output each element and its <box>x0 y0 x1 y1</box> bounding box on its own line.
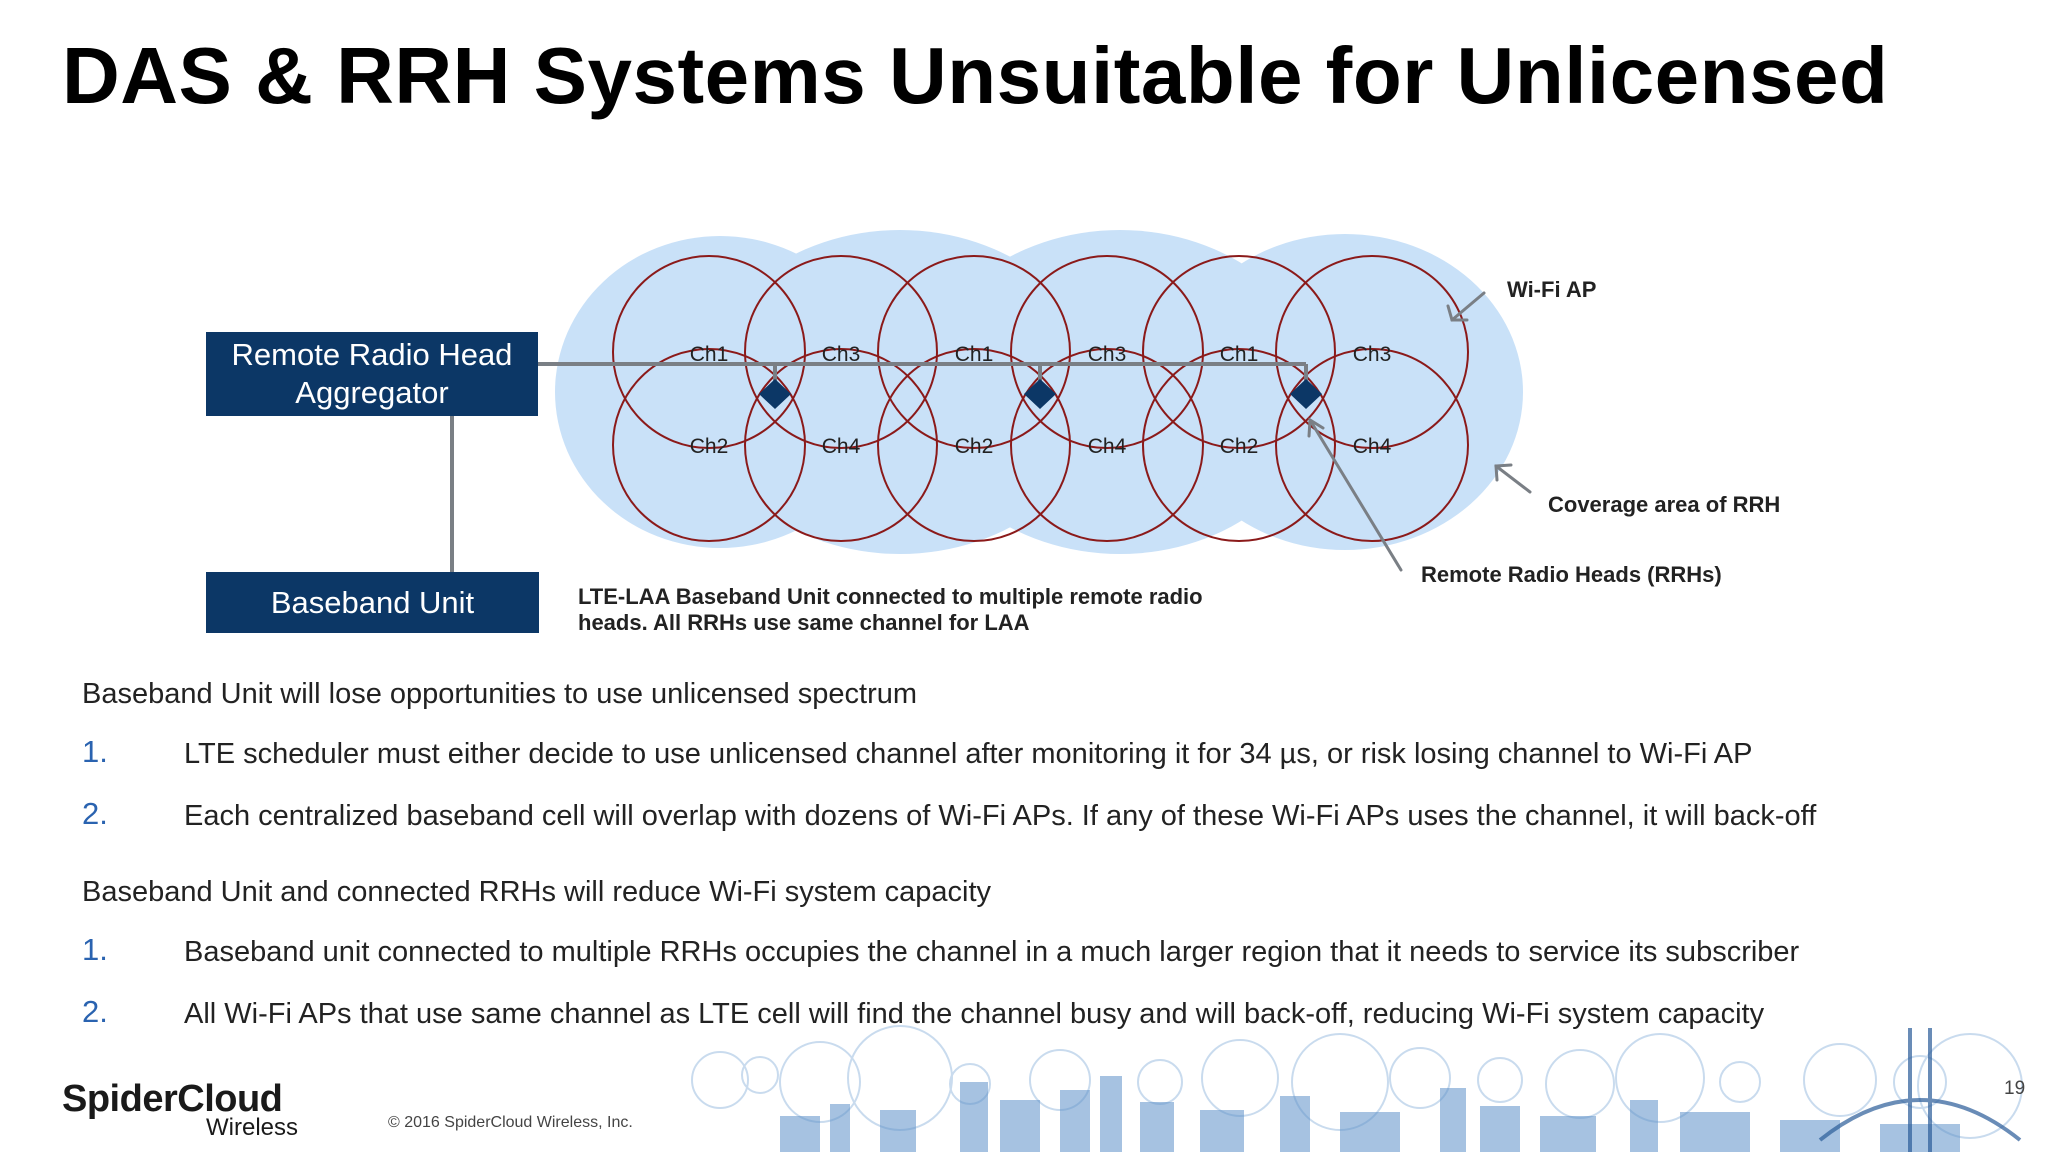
wifi-ap-label: Wi-Fi AP <box>1507 277 1597 302</box>
slide-title: DAS & RRH Systems Unsuitable for Unlicen… <box>62 31 1889 120</box>
baseband-unit-label: Baseband Unit <box>270 584 475 620</box>
list-number: 1. <box>82 932 108 967</box>
copyright-text: © 2016 SpiderCloud Wireless, Inc. <box>388 1114 633 1131</box>
rrh-aggregator-label-line1: Remote Radio Head <box>231 337 513 372</box>
channel-label: Ch2 <box>1220 435 1259 458</box>
list-number: 1. <box>82 734 108 769</box>
coverage-area-label: Coverage area of RRH <box>1548 492 1781 517</box>
channel-label: Ch1 <box>1220 343 1259 366</box>
channel-label: Ch3 <box>1088 343 1127 366</box>
channel-label: Ch4 <box>1088 435 1127 458</box>
company-logo: SpiderCloud Wireless <box>62 1078 298 1141</box>
logo-text: SpiderCloud <box>62 1078 283 1120</box>
channel-label: Ch2 <box>955 435 994 458</box>
channel-label: Ch4 <box>1353 435 1392 458</box>
caption-line: heads. All RRHs use same channel for LAA <box>578 610 1030 635</box>
rrh-aggregator-box: Remote Radio Head Aggregator <box>206 332 538 416</box>
rrh-node <box>759 379 791 409</box>
channel-label: Ch1 <box>690 343 729 366</box>
wifi-ap-circles <box>612 255 1469 542</box>
channel-label: Ch4 <box>822 435 861 458</box>
list-text: Baseband unit connected to multiple RRHs… <box>184 936 1800 968</box>
list-number: 2. <box>82 796 108 831</box>
page-number: 19 <box>2004 1078 2026 1099</box>
rrh-aggregator-label-line2: Aggregator <box>295 375 449 410</box>
skyline-decoration <box>691 1025 2023 1152</box>
rrh-node <box>1024 379 1056 409</box>
rrh-label: Remote Radio Heads (RRHs) <box>1421 562 1722 587</box>
section-heading: Baseband Unit will lose opportunities to… <box>82 678 918 710</box>
rrh-nodes <box>759 379 1322 409</box>
list-text: Each centralized baseband cell will over… <box>184 800 1817 832</box>
channel-label: Ch3 <box>1353 343 1392 366</box>
channel-label: Ch1 <box>955 343 994 366</box>
section-heading: Baseband Unit and connected RRHs will re… <box>82 876 992 908</box>
list-text: All Wi-Fi APs that use same channel as L… <box>184 998 1765 1030</box>
list-text: LTE scheduler must either decide to use … <box>184 738 1753 770</box>
diagram-caption: LTE-LAA Baseband Unit connected to multi… <box>578 584 1203 636</box>
coverage-area <box>1167 234 1523 550</box>
caption-line: LTE-LAA Baseband Unit connected to multi… <box>578 584 1203 609</box>
rrh-node <box>1290 379 1322 409</box>
logo-subtext: Wireless <box>206 1114 299 1141</box>
baseband-unit-box: Baseband Unit <box>206 572 539 633</box>
channel-label: Ch2 <box>690 435 729 458</box>
annotation-arrows <box>1307 291 1532 572</box>
list-number: 2. <box>82 994 108 1029</box>
channel-label: Ch3 <box>822 343 861 366</box>
